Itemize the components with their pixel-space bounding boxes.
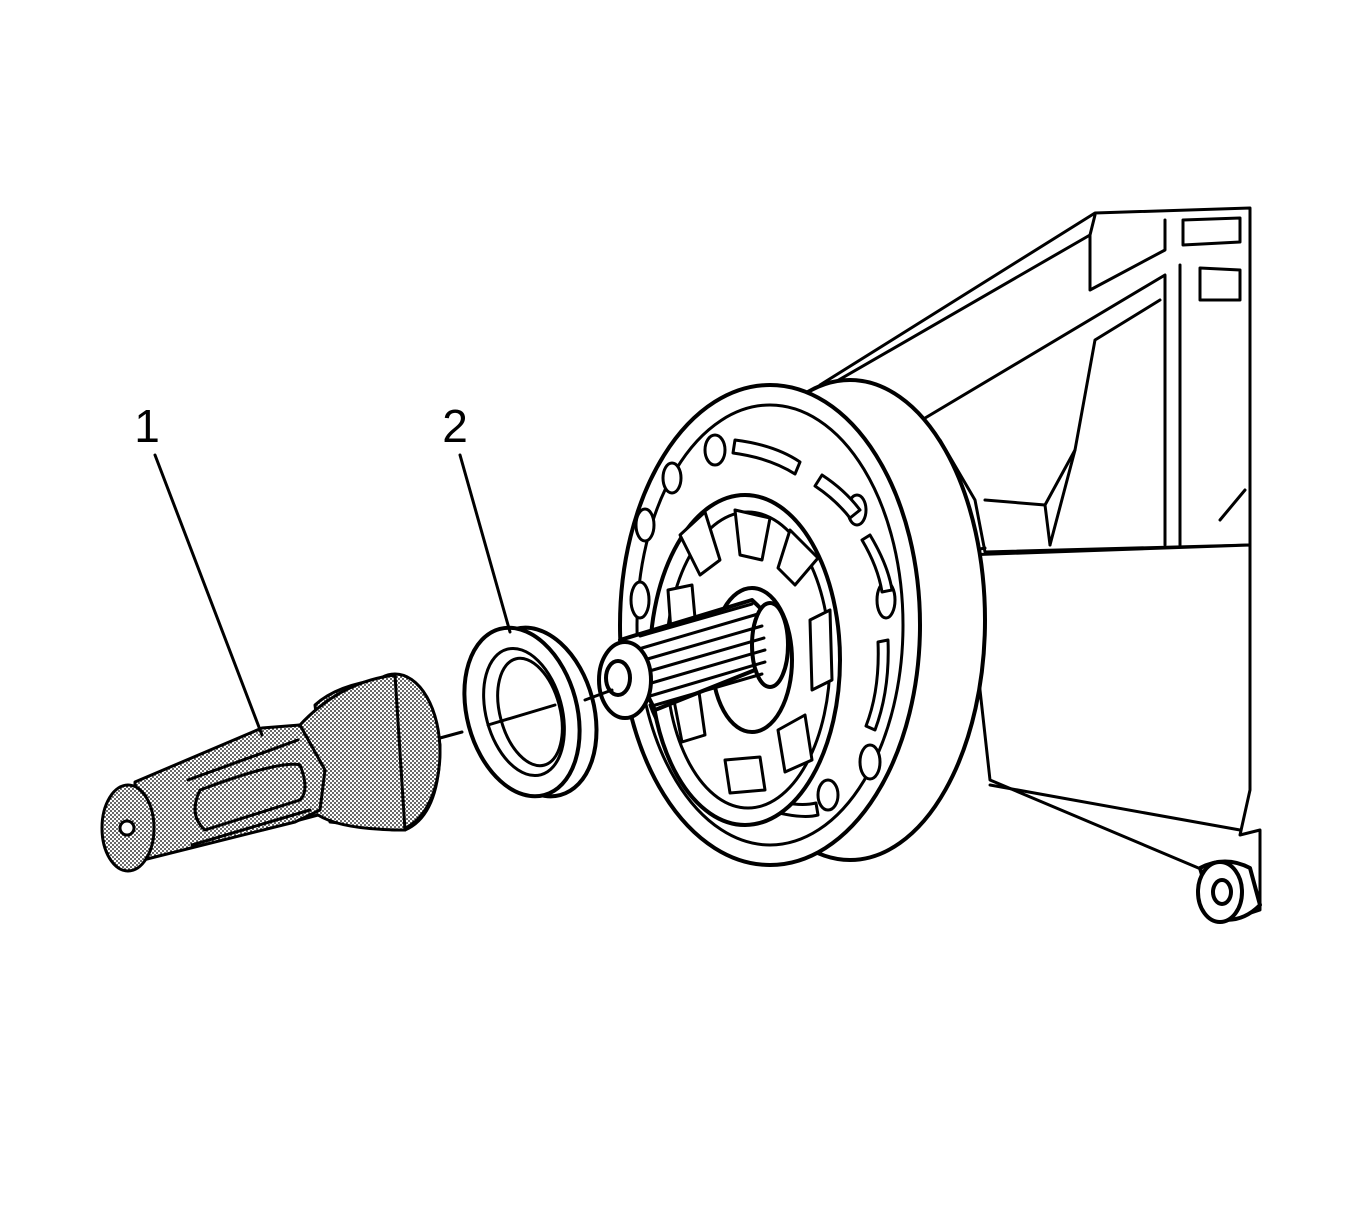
callout-2-label: 2 xyxy=(442,400,468,452)
callout-2-leader xyxy=(458,453,512,634)
shaft-splines xyxy=(638,602,767,708)
assembly-centerline xyxy=(438,688,614,740)
transmission-case xyxy=(818,206,1262,924)
seal-installer-tool xyxy=(100,672,442,873)
callout-1-label: 1 xyxy=(134,400,160,452)
callout-1-leader xyxy=(153,453,264,737)
input-shaft xyxy=(597,598,790,720)
hub-windows xyxy=(666,508,834,795)
seal xyxy=(462,625,599,799)
callout-2: 2 xyxy=(442,400,512,634)
callout-1: 1 xyxy=(134,400,264,737)
